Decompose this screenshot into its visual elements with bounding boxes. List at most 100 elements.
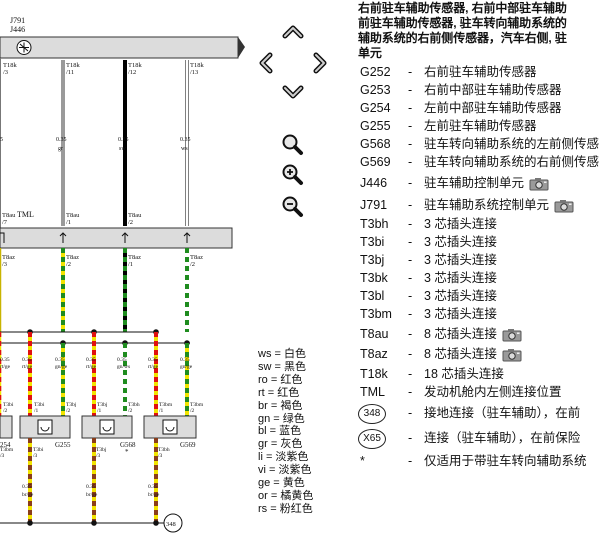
wire-size: 0.35	[22, 357, 32, 363]
lower-connector: T8az	[128, 254, 141, 261]
bottom-pin: /3	[96, 453, 101, 459]
zoom-out-button[interactable]	[280, 194, 304, 218]
wire-size: 0.35	[148, 357, 158, 363]
color-key-entry: bl = 蓝色	[258, 425, 302, 438]
legend-description-text: 发动机舱内左侧连接位置	[424, 385, 562, 399]
legend-description: 左前中部驻车辅助传感器	[424, 99, 562, 117]
wire-color: br/ge	[22, 492, 34, 498]
control-unit-symbol-icon	[19, 42, 29, 53]
component-legend: 右前驻车辅助传感器, 右前中部驻车辅助 前驻车辅助传感器, 驻车转向辅助系统的 …	[358, 0, 601, 538]
wire-size: 0.35	[117, 357, 127, 363]
legend-description-text: 驻车转向辅助系统的左前侧传感	[424, 137, 600, 151]
legend-description: 右前中部驻车辅助传感器	[424, 81, 562, 99]
legend-code: T8az	[360, 347, 388, 361]
top-connector: T18k	[128, 62, 142, 69]
legend-description: 3 芯插头连接	[424, 305, 497, 323]
wire-color: rt/ge	[148, 364, 159, 370]
zoom-fit-button[interactable]	[280, 132, 304, 156]
mid-connector: T8au	[2, 212, 16, 219]
legend-dash: -	[408, 307, 413, 321]
wire-color: gr	[58, 146, 63, 152]
legend-description-text: 3 芯插头连接	[424, 289, 497, 303]
legend-code: G252	[360, 65, 391, 79]
chevron-down-icon	[282, 85, 304, 99]
wire-color: br/ge	[148, 492, 160, 498]
pan-right-button[interactable]	[308, 51, 332, 75]
pan-down-button[interactable]	[281, 80, 305, 104]
sensor-pin: /2	[66, 408, 71, 414]
wire-color: gn/ge	[55, 364, 68, 370]
wire-size: 0.35	[0, 357, 10, 363]
legend-code: G255	[360, 119, 391, 133]
wire-color: br/ge	[86, 492, 98, 498]
color-key-entry: rt = 红色	[258, 386, 300, 399]
legend-title-line: 辅助系统的右前侧传感器，汽车右侧, 驻	[358, 31, 567, 45]
header-line1: J791	[10, 16, 25, 25]
lower-pin: /2	[190, 261, 195, 268]
legend-description-text: 3 芯插头连接	[424, 271, 497, 285]
legend-description-text: 8 芯插头连接	[424, 347, 497, 361]
zoom-out-icon	[282, 196, 303, 217]
sensor-connector: T3bj	[66, 402, 77, 408]
legend-code: G254	[360, 101, 391, 115]
sensor-pin: /1	[159, 408, 164, 414]
camera-icon[interactable]	[502, 348, 522, 362]
sensor-icon	[165, 426, 175, 432]
sensor-mark: *	[125, 448, 129, 456]
wire-size: 0.35	[118, 137, 129, 143]
bottom-connector: T3bj	[96, 447, 107, 453]
camera-icon[interactable]	[529, 177, 549, 191]
legend-description-text: 18 芯插头连接	[424, 367, 504, 381]
lower-pin: /3	[2, 261, 7, 268]
legend-dash: -	[408, 155, 413, 169]
legend-description: 仅适用于带驻车转向辅助系统	[424, 452, 587, 470]
legend-description-text: 驻车辅助控制单元	[424, 176, 525, 190]
connector-bar	[0, 227, 233, 249]
zoom-in-button[interactable]	[280, 162, 304, 186]
pan-up-button[interactable]	[281, 20, 305, 44]
camera-icon[interactable]	[502, 328, 522, 342]
legend-code: G569	[360, 155, 391, 169]
branch-wires	[0, 332, 189, 416]
color-key-entry: sw = 黑色	[258, 360, 306, 373]
legend-description: 发动机舱内左侧连接位置	[424, 383, 562, 401]
legend-code: T3bk	[360, 271, 388, 285]
sensor-label: G569	[180, 441, 196, 449]
legend-description-text: 右前驻车辅助传感器	[424, 65, 537, 79]
top-pin: /3	[3, 69, 8, 76]
legend-dash: -	[408, 289, 413, 303]
legend-circle-code: 348	[358, 404, 386, 424]
wire-size: 0.35	[148, 484, 158, 490]
legend-description: 驻车辅助系统控制单元	[424, 196, 574, 214]
lower-connector: T8az	[66, 254, 79, 261]
wire-color: rt/ge	[86, 364, 97, 370]
top-connector: T18k	[66, 62, 80, 69]
legend-description: 3 芯插头连接	[424, 287, 497, 305]
legend-code: T18k	[360, 367, 388, 381]
color-key-entry: ro = 红色	[258, 373, 303, 386]
legend-description-text: 3 芯插头连接	[424, 235, 497, 249]
chevron-up-icon	[282, 25, 304, 39]
legend-code: G568	[360, 137, 391, 151]
wire-color: rt/ge	[22, 364, 33, 370]
wire-size: 0.35	[86, 484, 96, 490]
legend-dash: -	[408, 83, 413, 97]
chevron-left-icon	[259, 52, 273, 74]
legend-description-text: 8 芯插头连接	[424, 327, 497, 341]
top-pin: /11	[66, 69, 74, 76]
lower-pin: /2	[66, 261, 71, 268]
sensor-connector: T3bi	[34, 402, 45, 408]
color-key-entry: gn = 绿色	[258, 412, 305, 425]
pan-left-button[interactable]	[254, 51, 278, 75]
top-pin: /12	[128, 69, 136, 76]
legend-code: *	[360, 454, 365, 468]
legend-description-text: 连接（驻车辅助），在前保险	[424, 431, 581, 445]
sensor-pin: /2	[128, 408, 133, 414]
legend-description: 3 芯插头连接	[424, 269, 497, 287]
legend-code: J791	[360, 198, 388, 212]
sensor-pin: /1	[97, 408, 102, 414]
lower-connector: T8az	[2, 254, 15, 261]
camera-icon[interactable]	[554, 199, 574, 213]
bottom-wires	[28, 438, 158, 523]
legend-description: 驻车转向辅助系统的右前侧传感	[424, 153, 599, 171]
